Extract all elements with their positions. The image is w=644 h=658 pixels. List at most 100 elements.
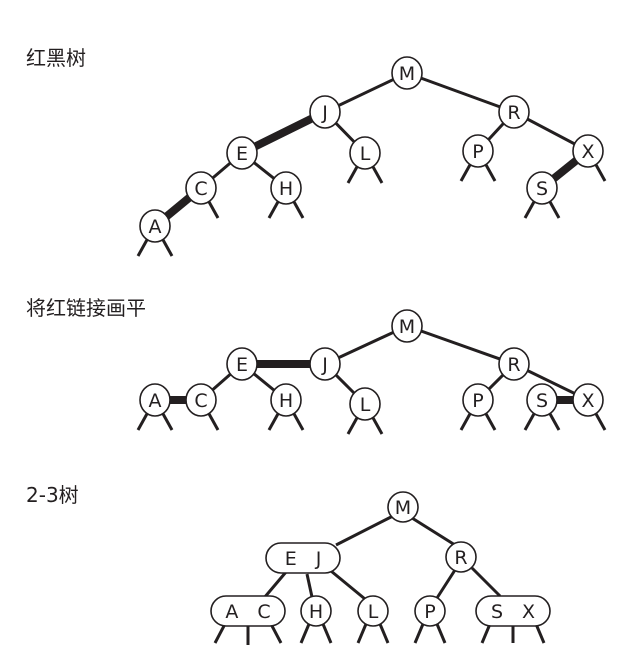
node-keys: R — [454, 547, 467, 569]
tree-node-M: M — [391, 309, 423, 343]
null-link — [435, 623, 447, 644]
null-link — [269, 623, 283, 644]
null-link — [534, 623, 546, 644]
null-link — [356, 623, 368, 644]
node-key: M — [399, 63, 415, 85]
title-two-three-tree: 2-3树 — [26, 483, 79, 507]
null-link — [267, 411, 281, 431]
node-keys: A C — [225, 601, 270, 623]
null-link — [370, 415, 384, 435]
link — [330, 569, 366, 601]
tree-node-H: H — [270, 171, 302, 205]
tree-node-L: L — [349, 136, 381, 170]
node-key: E — [236, 354, 248, 376]
tree-node-E: E — [226, 136, 258, 170]
black-link — [406, 71, 515, 114]
link — [335, 514, 394, 547]
tree-node-J: J — [309, 347, 341, 381]
null-link — [160, 237, 174, 257]
node-key: S — [536, 390, 548, 412]
link — [262, 571, 288, 599]
tree-node-AC: A C — [210, 595, 286, 627]
two-three-tree-diagram: M E J R A C H L P S X — [210, 491, 551, 645]
null-link — [206, 411, 220, 431]
null-link — [213, 623, 227, 644]
node-key: H — [279, 178, 293, 200]
null-link — [483, 162, 497, 182]
null-link — [523, 411, 537, 431]
null-link — [483, 411, 497, 431]
node-key: H — [279, 390, 293, 412]
null-link — [291, 199, 305, 219]
null-link — [321, 623, 333, 644]
null-link — [291, 411, 305, 431]
tree-node-L: L — [357, 595, 389, 627]
node-key: E — [236, 143, 248, 165]
null-link — [136, 411, 150, 431]
tree-node-R: R — [498, 347, 530, 381]
tree-node-SX: S X — [475, 595, 551, 627]
null-link — [346, 164, 360, 184]
null-link — [370, 164, 384, 184]
link — [435, 569, 457, 599]
tree-node-J: J — [309, 95, 341, 129]
node-key: C — [194, 390, 207, 412]
tree-node-P: P — [462, 383, 494, 417]
node-key: C — [194, 178, 207, 200]
tree-node-P: P — [462, 134, 494, 168]
tree-node-M: M — [391, 56, 423, 90]
null-link — [480, 623, 492, 644]
node-key: A — [149, 216, 162, 238]
tree-node-A: A — [139, 209, 171, 243]
tree-node-E: E — [226, 347, 258, 381]
null-link — [206, 199, 220, 219]
node-key: S — [536, 178, 548, 200]
node-key: P — [472, 141, 483, 163]
node-key: M — [399, 316, 415, 338]
title-flattened-red-links: 将红链接画平 — [26, 296, 146, 320]
node-keys: P — [424, 601, 435, 623]
title-red-black-tree: 红黑树 — [26, 46, 86, 70]
null-link — [523, 199, 537, 219]
null-link — [593, 162, 607, 182]
tree-node-M: M — [387, 491, 419, 523]
tree-node-X: X — [572, 134, 604, 168]
null-link — [459, 411, 473, 431]
tree-node-EJ: E J — [265, 542, 341, 574]
tree-node-R: R — [498, 95, 530, 129]
tree-node-L: L — [349, 387, 381, 421]
node-key: P — [472, 390, 483, 412]
tree-node-H: H — [270, 383, 302, 417]
tree-node-X: X — [572, 383, 604, 417]
tree-node-C: C — [185, 383, 217, 417]
tree-node-C: C — [185, 171, 217, 205]
node-key: L — [360, 143, 371, 165]
null-link — [160, 411, 174, 431]
null-link — [413, 623, 425, 644]
tree-node-P: P — [414, 595, 446, 627]
tree-node-H: H — [300, 595, 332, 627]
node-keys: M — [395, 497, 411, 519]
null-link — [593, 411, 607, 431]
tree-node-S: S — [526, 171, 558, 205]
node-key: L — [360, 394, 371, 416]
null-link — [459, 162, 473, 182]
red-black-tree-diagram: M J R E L P X C H S A — [136, 56, 607, 257]
node-keys: S X — [491, 601, 535, 623]
null-link — [547, 199, 561, 219]
null-link — [136, 237, 150, 257]
link — [470, 566, 502, 598]
node-key: J — [321, 102, 328, 124]
black-link — [406, 324, 515, 366]
node-key: R — [507, 102, 520, 124]
node-key: J — [321, 354, 328, 376]
node-keys: L — [368, 601, 379, 623]
node-key: R — [507, 354, 520, 376]
null-link — [378, 623, 390, 644]
tree-node-R: R — [445, 541, 477, 573]
null-link — [299, 623, 311, 644]
node-key: X — [581, 390, 594, 412]
two-three-links — [213, 514, 546, 645]
